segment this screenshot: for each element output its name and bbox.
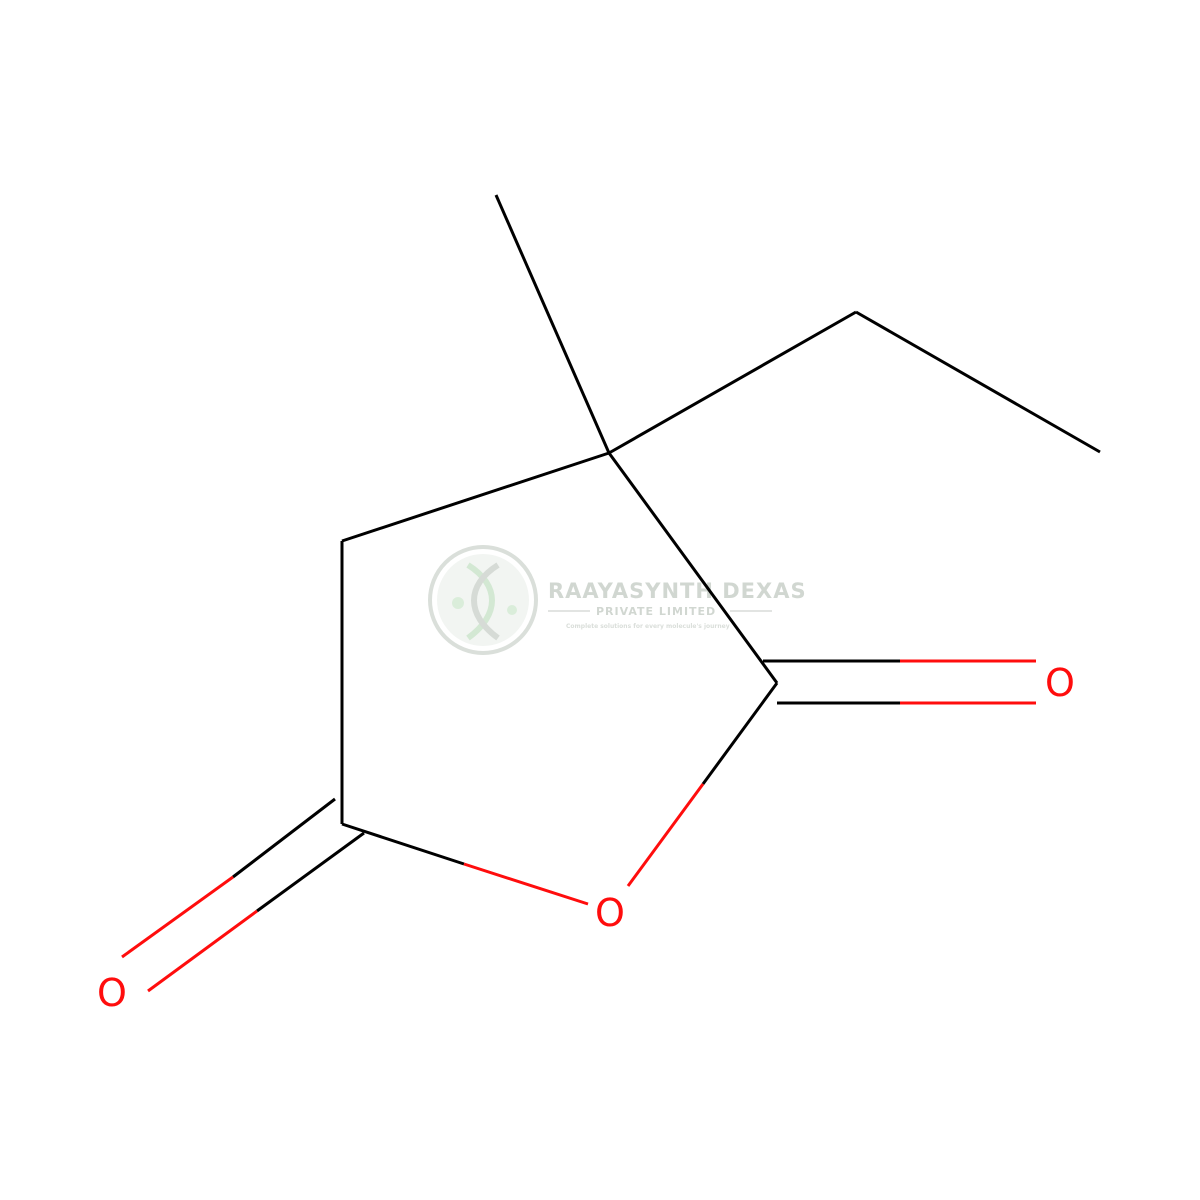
bonds xyxy=(121,194,1101,993)
watermark-tagline: Complete solutions for every molecule's … xyxy=(566,623,730,630)
atom-label-o-carbonyl-right: O xyxy=(1045,661,1075,705)
bond-quat-carbonyl-right xyxy=(607,452,779,684)
bond-ethyl-ch2-ch3 xyxy=(855,310,1101,454)
bond-quat-ethyl-ch2 xyxy=(608,310,857,455)
bond-methyl-quat xyxy=(494,194,611,454)
dna-helix-logo-icon xyxy=(428,545,538,655)
bond-carbonyl-right-double xyxy=(763,659,1036,705)
bond-carbonyl-right-ring-o xyxy=(626,682,779,887)
bond-carbonyl-left-double xyxy=(121,797,365,993)
bond-quat-ring-ch2 xyxy=(341,451,610,543)
atom-labels: O O O xyxy=(97,661,1075,1015)
bond-ring-o-carbonyl-left xyxy=(341,822,589,906)
watermark-subtitle: PRIVATE LIMITED xyxy=(596,605,716,618)
atom-label-o-carbonyl-left: O xyxy=(97,971,127,1015)
watermark: RAAYASYNTH DEXAS PRIVATE LIMITED Complet… xyxy=(428,545,807,655)
watermark-title: RAAYASYNTH DEXAS xyxy=(548,579,807,603)
atom-label-o-ring: O xyxy=(595,891,625,935)
